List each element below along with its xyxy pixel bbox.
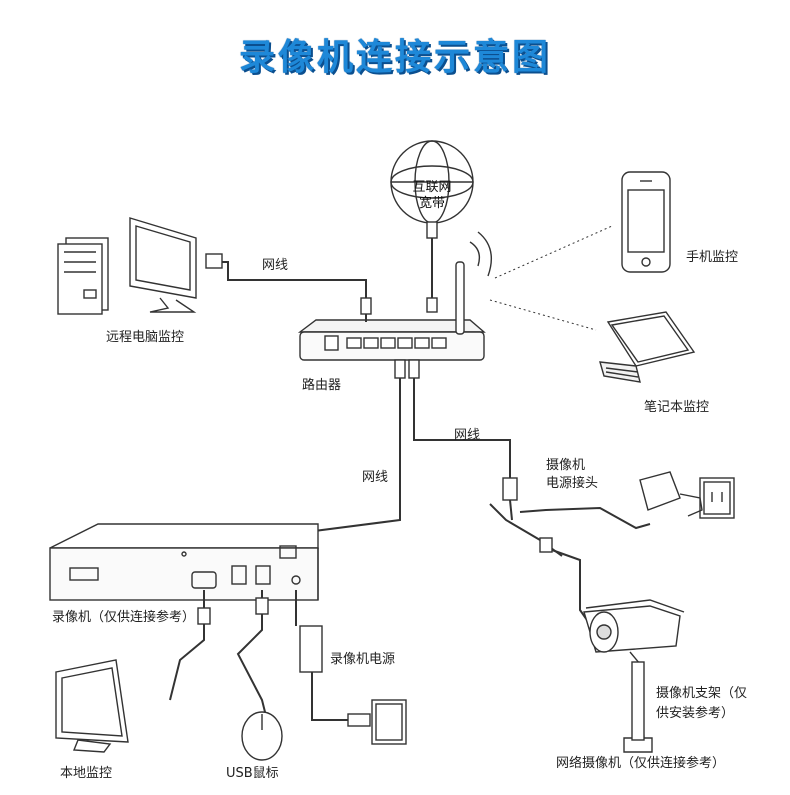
remote-pc-label: 远程电脑监控 (106, 330, 185, 345)
router-label: 路由器 (302, 378, 342, 393)
ip-camera-label: 网络摄像机（仅供连接参考） (556, 756, 726, 771)
usb-mouse-icon (241, 711, 283, 761)
phone-label: 手机监控 (686, 250, 739, 265)
camera-power-label-line2: 电源接头 (546, 476, 599, 491)
wifi-signal-icon (469, 231, 492, 277)
camera-power-label-line1: 摄像机 (546, 458, 586, 473)
cable-label-left: 网线 (262, 258, 289, 273)
laptop-label: 笔记本监控 (644, 400, 710, 415)
local-monitor-label: 本地监控 (60, 766, 113, 781)
cable-label-right: 网线 (454, 428, 481, 443)
ip-camera-icon (583, 599, 685, 753)
phone-icon (621, 171, 671, 273)
laptop-icon (599, 311, 696, 383)
internet-label-line1: 互联网 (412, 180, 452, 195)
local-monitor-icon (55, 659, 129, 753)
page-title: 录像机连接示意图 (238, 37, 551, 78)
usb-mouse-label: USB鼠标 (226, 766, 279, 781)
remote-pc-icon (57, 217, 197, 315)
router-icon (297, 261, 486, 361)
internet-label-line2: 宽带 (418, 196, 445, 211)
camera-power-adapter-icon (639, 471, 735, 519)
nvr-power-adapter-icon (299, 625, 407, 745)
cable-label-mid: 网线 (362, 470, 389, 485)
bracket-label-line2: 供安装参考） (656, 706, 735, 721)
bracket-label-line1: 摄像机支架（仅 (656, 686, 748, 701)
nvr-label: 录像机（仅供连接参考） (52, 610, 196, 625)
nvr-recorder-icon (49, 523, 319, 601)
nvr-power-label: 录像机电源 (330, 652, 396, 667)
